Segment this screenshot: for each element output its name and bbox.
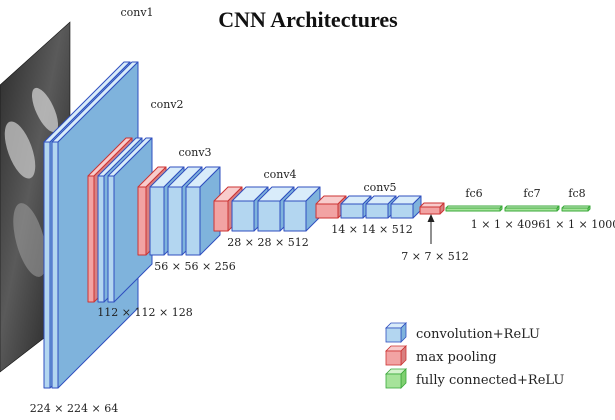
fc6-label: fc6 (465, 187, 482, 200)
conv1-label: conv1 (120, 6, 153, 19)
fc8-label: fc8 (568, 187, 585, 200)
fc6-dim: 1 × 1 × 4096 (471, 218, 545, 231)
pool5-dim: 7 × 7 × 512 (401, 250, 468, 263)
conv3-block-3 (185, 166, 221, 256)
conv2-dim: 112 × 112 × 128 (97, 306, 192, 319)
conv4-dim: 28 × 28 × 512 (227, 236, 308, 249)
legend-pool-swatch (385, 345, 407, 366)
conv2-label: conv2 (150, 98, 183, 111)
conv3-label: conv3 (178, 146, 211, 159)
fc7-bar (504, 205, 560, 212)
conv5-block-3 (390, 195, 422, 219)
conv5-label: conv5 (363, 181, 396, 194)
legend-conv-label: convolution+ReLU (416, 327, 540, 342)
conv3-dim: 56 × 56 × 256 (154, 260, 235, 273)
fc8-bar (561, 205, 591, 212)
conv4-block-3 (283, 186, 321, 232)
fc8-dim: 1 × 1 × 1000 (545, 218, 615, 231)
layer-blocks (43, 61, 591, 389)
conv2-slab-2 (107, 137, 153, 303)
conv5-dim: 14 × 14 × 512 (331, 223, 412, 236)
legend: convolution+ReLU max pooling fully conne… (385, 322, 564, 389)
conv1-dim: 224 × 224 × 64 (30, 402, 118, 415)
legend-pool-label: max pooling (416, 350, 497, 365)
pool4-slab (315, 195, 347, 219)
fc7-label: fc7 (523, 187, 540, 200)
legend-fc-label: fully connected+ReLU (416, 373, 564, 388)
pool5-arrow (427, 214, 435, 244)
legend-fc-swatch (385, 368, 407, 389)
diagram-title: CNN Architectures (218, 7, 398, 32)
fc6-bar (445, 205, 503, 212)
pool5-slab (419, 202, 445, 215)
conv4-label: conv4 (263, 168, 296, 181)
legend-conv-swatch (385, 322, 407, 343)
